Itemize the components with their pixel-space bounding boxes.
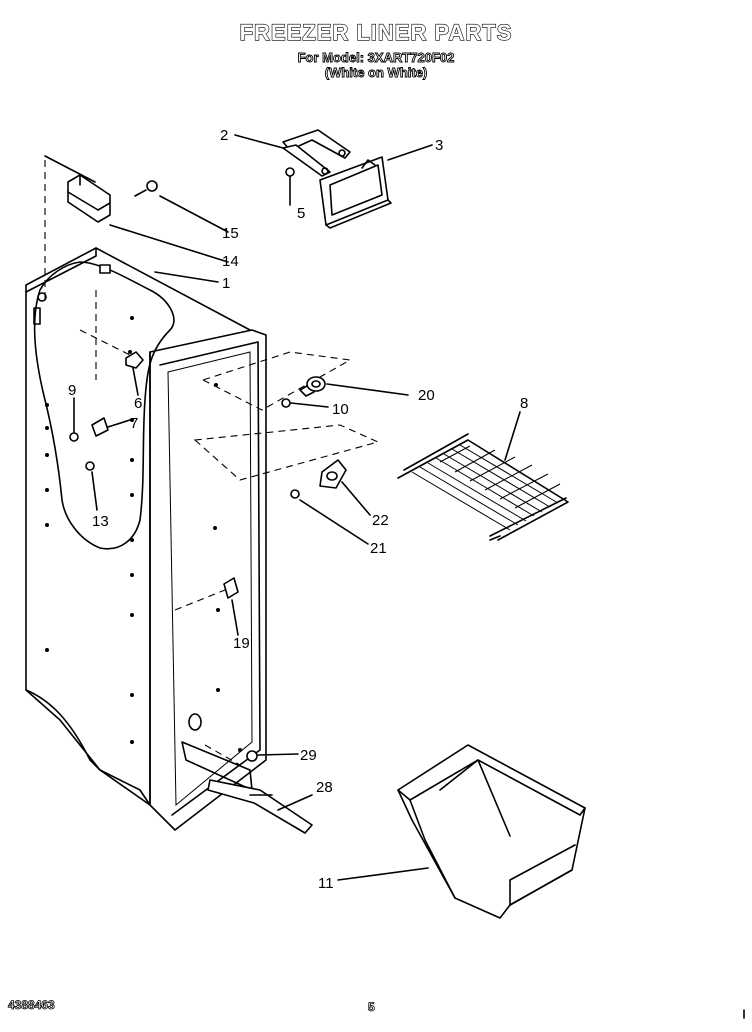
callout-21: 21	[370, 540, 387, 557]
diagram-title: FREEZER LINER PARTS	[239, 19, 513, 45]
callout-28: 28	[316, 779, 333, 796]
part-29-screw	[246, 750, 258, 762]
callout-19: 19	[233, 635, 250, 652]
part-13-screw	[85, 461, 95, 471]
part-8-wire-shelf	[397, 433, 569, 541]
callout-7: 7	[130, 415, 138, 432]
part-22-shelf-support	[319, 459, 347, 489]
part-15-screw	[134, 180, 158, 197]
part-6-clip	[125, 351, 144, 369]
part-20-shelf-support	[299, 376, 326, 397]
callout-1: 1	[222, 275, 230, 292]
callout-29: 29	[300, 747, 317, 764]
part-19-clip	[223, 577, 239, 599]
part-28-rail	[207, 779, 313, 834]
callout-labels: 2 3 5 15 14 1 6 7 9 13 20 10 8 22 21 19 …	[68, 127, 528, 892]
part-7-clip	[91, 417, 109, 437]
callout-10: 10	[332, 401, 349, 418]
part-5-screw	[285, 167, 295, 186]
callout-8: 8	[520, 395, 528, 412]
page-number: 5	[368, 1000, 375, 1015]
leader-lines	[73, 134, 521, 881]
model-line: For Model: 3XART720F02	[297, 50, 455, 66]
callout-11: 11	[318, 875, 334, 892]
part-2-hinge	[282, 129, 351, 177]
callout-2: 2	[220, 127, 228, 144]
document-number: 4388463	[8, 998, 56, 1013]
callout-9: 9	[68, 382, 76, 399]
callout-13: 13	[92, 513, 109, 530]
part-11-bin	[397, 744, 586, 919]
variant-line: (White on White)	[324, 65, 428, 81]
callout-6: 6	[134, 395, 142, 412]
assembly-lines	[44, 155, 380, 766]
part-21-screw	[290, 489, 300, 499]
callout-14: 14	[222, 253, 239, 270]
part-10-screw	[281, 398, 291, 408]
part-14-bracket	[67, 174, 111, 223]
callout-15: 15	[222, 225, 239, 242]
callout-20: 20	[418, 387, 435, 404]
freezer-liner	[25, 247, 267, 831]
part-9-screw	[69, 432, 79, 442]
part-3-light-cover	[319, 156, 392, 229]
callout-5: 5	[297, 205, 305, 222]
callout-22: 22	[372, 512, 389, 529]
callout-3: 3	[435, 137, 443, 154]
